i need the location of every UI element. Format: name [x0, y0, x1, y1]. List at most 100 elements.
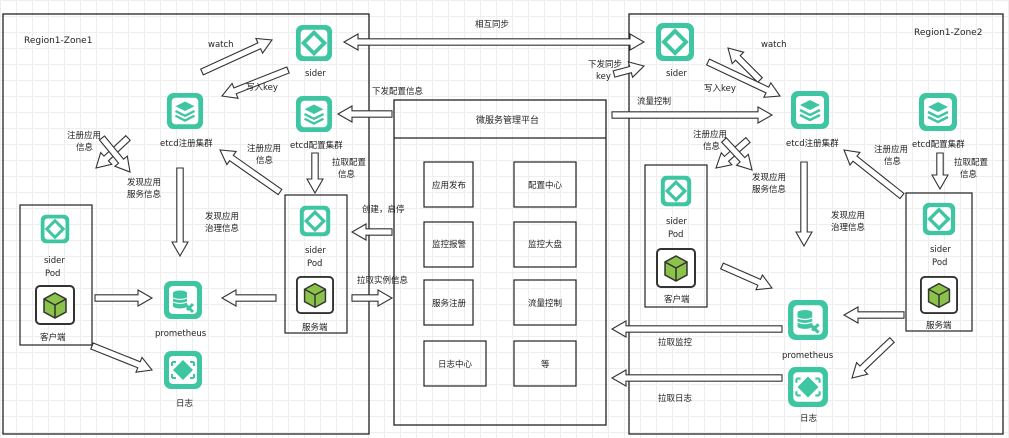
edge-label-pull-config: 拉取配置	[332, 157, 367, 168]
arrow-client-prometheus-z2	[719, 262, 774, 291]
module-traffic-control: 流量控制	[528, 298, 562, 309]
arrow-server-prometheus	[220, 289, 277, 307]
edge-label-push-sync-key: 下发同步	[588, 59, 622, 70]
arrow-pull-instance	[351, 289, 394, 307]
edge-label-discover-app: 发现应用	[127, 177, 161, 188]
arrow-pull-config	[306, 152, 324, 195]
arrow-create-start	[350, 223, 393, 241]
zone1-log-label: 日志	[176, 398, 194, 409]
edge-label-create-start: 创建，启停	[362, 204, 405, 215]
edge-label-sync: 相互同步	[475, 19, 509, 30]
zone1-sider-label: sider	[305, 69, 326, 79]
zone2-etcd-registry-label: etcd注册集群	[786, 138, 839, 149]
edge-label-watch: watch	[208, 40, 234, 50]
edge-label-register-app-2: 信息	[76, 142, 94, 153]
edge-label-pull-log: 拉取日志	[658, 393, 693, 404]
module-box	[513, 161, 577, 208]
zone1-etcd-registry-label: etcd注册集群	[160, 138, 213, 149]
edge-label-pull-config-2: 信息	[338, 169, 356, 180]
zone1-client-label: 客户端	[40, 332, 66, 343]
zone1-server-box	[284, 194, 348, 334]
edge-label-discover-gov-z2-2: 治理信息	[831, 222, 866, 233]
edge-label-write-key: 写入key	[246, 83, 278, 93]
pod-icon	[920, 276, 958, 314]
arrow-push-config	[336, 105, 393, 123]
zone2-client-label: 客户端	[664, 294, 690, 305]
edge-label-pull-config-z2: 拉取配置	[954, 157, 989, 168]
arrow-pull-config-z2	[931, 152, 949, 191]
edge-label-discover-gov-z2: 发现应用	[831, 210, 865, 221]
sider-icon	[660, 175, 692, 207]
module-etc: 等	[541, 359, 550, 370]
module-config-center: 配置中心	[528, 180, 563, 191]
zone1-client-box	[19, 204, 93, 346]
edge-label-pull-instance: 拉取实例信息	[357, 275, 409, 286]
zone1-server-label: 服务端	[302, 322, 328, 333]
etcd-icon	[918, 92, 958, 132]
arrow-discover-gov	[171, 167, 189, 258]
edge-label-pull-config-z2-2: 信息	[960, 169, 978, 180]
module-box	[513, 340, 577, 387]
prometheus-icon	[163, 280, 203, 320]
arrow-watch-z2	[727, 47, 764, 84]
zone2-etcd-config-label: etcd配置集群	[912, 139, 965, 150]
edge-label-discover-app-z2: 发现应用	[752, 172, 786, 183]
edge-label-register-app-z1b: 注册应用	[247, 143, 281, 154]
arrow-watch	[199, 37, 274, 76]
zone2-box	[628, 13, 1004, 435]
sider-icon	[655, 22, 695, 62]
etcd-icon	[790, 90, 830, 130]
edge-label-discover-app-2: 服务信息	[127, 189, 162, 200]
module-monitor-alarm: 监控报警	[432, 239, 467, 250]
zone1-etcd-config-label: etcd配置集群	[290, 140, 343, 151]
edge-label-discover-app-z2-2: 服务信息	[752, 184, 787, 195]
arrow-write-key	[220, 66, 290, 99]
platform-box	[393, 99, 607, 426]
log-icon	[163, 350, 203, 390]
edge-label-discover-gov: 发现应用	[205, 211, 239, 222]
module-box	[513, 279, 577, 326]
arrow-discover-app	[98, 135, 131, 173]
edge-label-watch-z2: watch	[761, 40, 787, 50]
pod-icon	[296, 276, 334, 314]
edge-label-traffic: 流量控制	[637, 96, 671, 107]
zone2-client-box	[644, 164, 708, 308]
edge-label-write-key-z2: 写入key	[704, 84, 736, 94]
module-box	[423, 161, 474, 208]
arrows-layer	[90, 33, 949, 387]
zone1-box	[2, 13, 370, 435]
zone2-server-label: 服务端	[926, 320, 952, 331]
zone1-client-sider-label: sider	[44, 256, 65, 266]
zone2-client-pod-label: Pod	[668, 230, 683, 240]
arrow-client-log	[90, 342, 154, 373]
zone2-server-sider-label: sider	[930, 245, 951, 255]
arrow-traffic	[611, 106, 774, 124]
edge-label-register-app-z2: 注册应用	[693, 129, 727, 140]
module-box	[423, 340, 487, 387]
zone2-server-box	[905, 192, 973, 332]
arrow-server-log-z2	[851, 336, 895, 379]
module-log-center: 日志中心	[438, 359, 473, 370]
zone2-server-pod-label: Pod	[932, 258, 947, 268]
arrow-register-server-z2	[843, 149, 905, 200]
sider-icon	[40, 214, 70, 244]
arrow-push-sync-key	[612, 61, 646, 79]
zone1-server-pod-label: Pod	[307, 259, 322, 269]
arrow-sync	[342, 33, 646, 51]
zone2-sider-label: sider	[666, 69, 687, 79]
arrow-discover-app-z2	[720, 137, 753, 171]
zone2-log-label: 日志	[800, 413, 818, 424]
sider-icon	[299, 205, 331, 237]
arrow-server-prometheus-z2	[842, 306, 905, 324]
edge-label-discover-gov-2: 治理信息	[205, 223, 240, 234]
edge-label-register-app-z2-2: 信息	[703, 141, 721, 152]
arrow-register-server	[219, 149, 283, 196]
zone1-prometheus-label: prometheus	[155, 329, 207, 339]
arrow-discover-gov-z2	[795, 161, 813, 248]
arrow-client-prometheus	[94, 289, 154, 307]
module-box	[423, 221, 474, 268]
arrow-pull-monitor	[610, 320, 783, 338]
zone2-client-sider-label: sider	[666, 217, 687, 227]
module-box	[513, 221, 577, 268]
